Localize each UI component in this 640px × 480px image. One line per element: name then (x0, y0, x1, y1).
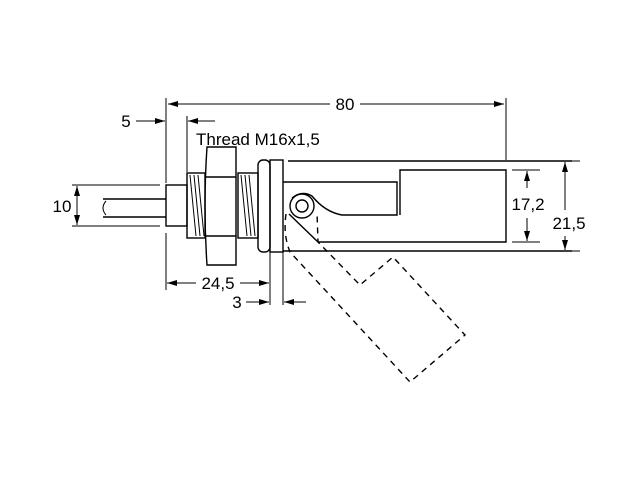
dim-cable-diameter: 10 (53, 184, 160, 227)
dim-flange-thickness: 3 (232, 293, 306, 312)
dim-3-label: 3 (232, 293, 241, 312)
o-ring (257, 159, 271, 253)
dim-17-2-label: 17,2 (511, 195, 544, 214)
float (283, 169, 507, 243)
dim-21-5-label: 21,5 (552, 214, 585, 233)
dim-5-label: 5 (121, 112, 130, 131)
hex-nut (204, 146, 237, 266)
dim-body-to-flange: 24,5 (167, 252, 284, 305)
dim-housing-height: 21,5 (552, 160, 586, 252)
dim-10-label: 10 (53, 197, 72, 216)
thread-right (237, 172, 259, 239)
pivot-inner (295, 199, 309, 213)
dim-24-5-label: 24,5 (201, 274, 234, 293)
cable-gland (165, 184, 188, 227)
dim-thread-offset: 5 (121, 112, 215, 172)
flange-plate (269, 159, 284, 253)
thread-label: Thread M16x1,5 (196, 130, 320, 149)
float-swung-dashed (284, 211, 467, 383)
cable (102, 198, 166, 218)
dim-80-label: 80 (336, 95, 355, 114)
thread-left (186, 172, 206, 239)
dim-float-height: 17,2 (511, 169, 545, 243)
pivot-outer (289, 193, 315, 219)
dim-overall-length: 80 (165, 95, 507, 290)
housing (283, 160, 572, 252)
